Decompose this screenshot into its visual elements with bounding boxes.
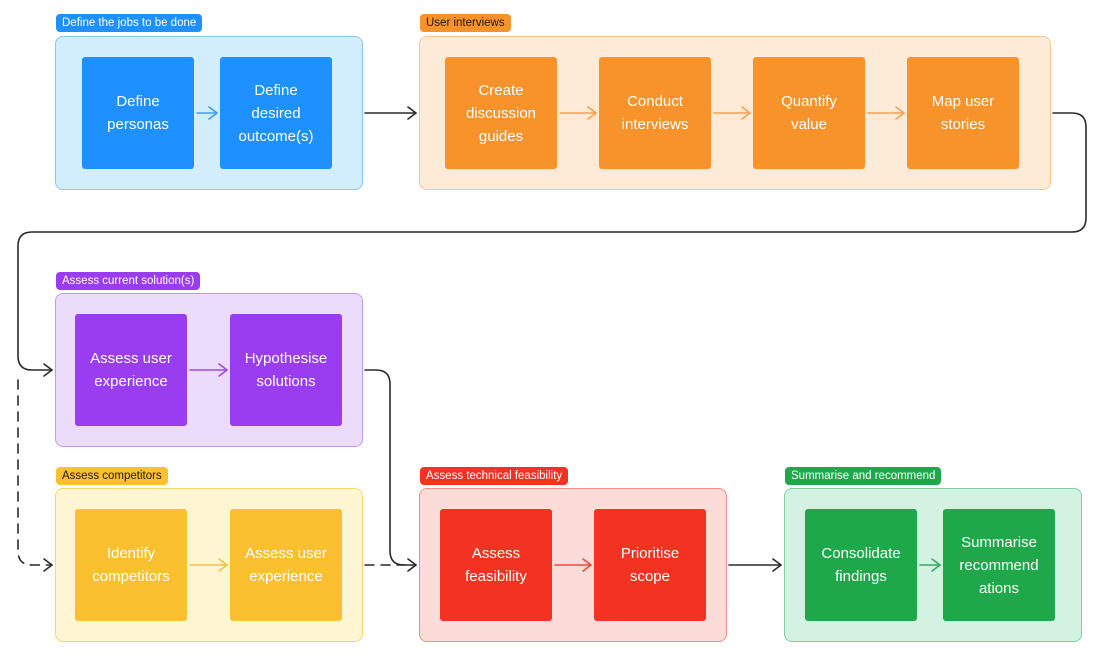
step-summary-2[interactable]: Summarise recommend ations (943, 509, 1055, 621)
group-label-competitors: Assess competitors (56, 467, 168, 485)
connector-branch-to-competitors (17, 379, 53, 566)
step-technical-2[interactable]: Prioritise scope (594, 509, 706, 621)
connector-head-interviews-to-current (43, 363, 53, 377)
step-competitors-2[interactable]: Assess user experience (230, 509, 342, 621)
step-technical-1[interactable]: Assess feasibility (440, 509, 552, 621)
step-interviews-2[interactable]: Conduct interviews (599, 57, 711, 169)
step-interviews-1[interactable]: Create discussion guides (445, 57, 557, 169)
step-interviews-4[interactable]: Map user stories (907, 57, 1019, 169)
connector-current-to-technical (364, 369, 417, 566)
group-label-current: Assess current solution(s) (56, 272, 201, 290)
step-summary-1[interactable]: Consolidate findings (805, 509, 917, 621)
step-jobs-1[interactable]: Define personas (82, 57, 194, 169)
connector-head-technical-to-summary (772, 558, 782, 572)
step-current-2[interactable]: Hypothesise solutions (230, 314, 342, 426)
connector-head-branch-to-competitors (43, 558, 53, 572)
connector-head-jobs-to-interviews (407, 106, 417, 120)
step-current-1[interactable]: Assess user experience (75, 314, 187, 426)
step-interviews-3[interactable]: Quantify value (753, 57, 865, 169)
group-label-technical: Assess technical feasibility (420, 467, 569, 485)
step-competitors-1[interactable]: Identify competitors (75, 509, 187, 621)
group-label-jobs: Define the jobs to be done (56, 14, 203, 32)
group-label-summary: Summarise and recommend (785, 467, 942, 485)
connector-head-current-to-technical (407, 558, 417, 572)
step-jobs-2[interactable]: Define desired outcome(s) (220, 57, 332, 169)
group-label-interviews: User interviews (420, 14, 511, 32)
